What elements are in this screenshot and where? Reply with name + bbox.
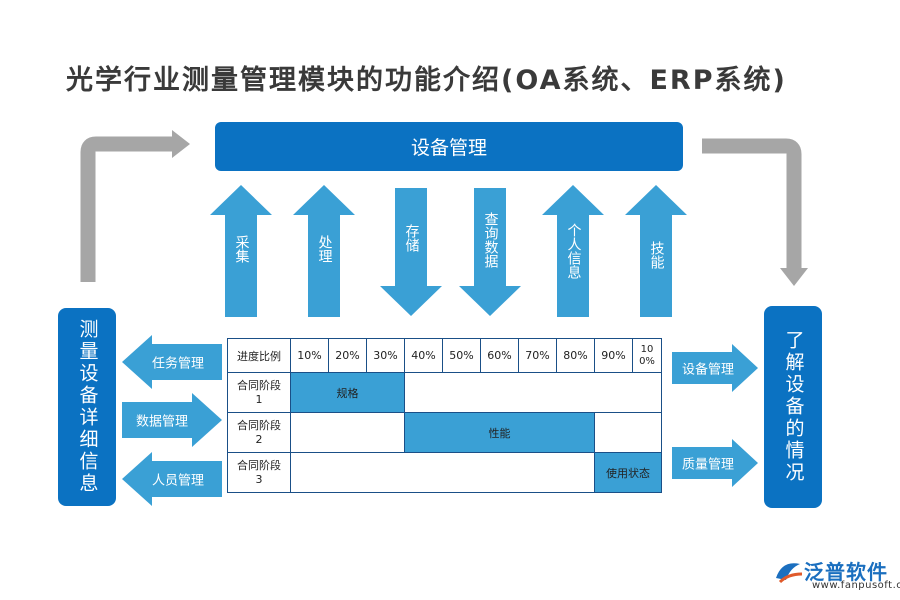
percent-cell: 100% (632, 338, 662, 373)
empty-span (290, 452, 595, 493)
percent-cell: 10% (290, 338, 329, 373)
arrow-quality-management: 质量管理 (672, 439, 758, 487)
gray-arrow-right-connector (702, 138, 802, 268)
arrow-personnel-management: 人员管理 (122, 452, 222, 506)
arrow-device-management-label: 设备管理 (682, 362, 735, 378)
arrow-quality-management-label: 质量管理 (682, 457, 735, 473)
device-management-box: 设备管理 (215, 122, 683, 171)
percent-cell: 60% (480, 338, 519, 373)
arrow-personal-info: 个人信息 (542, 185, 604, 317)
arrow-process-label: 处理 (316, 235, 333, 263)
arrow-collect: 采集 (210, 185, 272, 317)
arrow-query-data-label: 查询数据 (482, 212, 499, 268)
arrow-store-label: 存储 (403, 224, 420, 252)
empty-span (594, 412, 662, 453)
fanpu-logo: 泛普软件 www.fanpusoft.com (772, 556, 900, 591)
right-box-label: 了解设备的情况 (782, 330, 805, 484)
arrow-device-management: 设备管理 (672, 344, 758, 392)
stage-bar-usage-status: 使用状态 (594, 452, 662, 493)
stage-bar-spec: 规格 (290, 372, 405, 413)
percent-cell: 30% (366, 338, 405, 373)
arrow-process: 处理 (293, 185, 355, 317)
percent-cell: 90% (594, 338, 633, 373)
page-title: 光学行业测量管理模块的功能介绍(OA系统、ERP系统) (66, 65, 787, 96)
arrow-task-management: 任务管理 (122, 335, 222, 389)
device-status-box: 了解设备的情况 (764, 306, 822, 508)
arrow-task-management-label: 任务管理 (152, 356, 205, 372)
arrow-collect-label: 采集 (233, 235, 250, 263)
arrow-personnel-management-label: 人员管理 (152, 473, 205, 489)
percent-cell: 70% (518, 338, 557, 373)
measurement-device-details-box: 测量设备详细信息 (58, 308, 116, 506)
arrow-store: 存储 (380, 188, 442, 316)
fanpu-logo-icon (776, 562, 803, 583)
gray-arrow-left-connector (80, 136, 172, 282)
progress-header-label: 进度比例 (227, 338, 291, 373)
logo-url: www.fanpusoft.com (812, 580, 900, 591)
empty-span (404, 372, 662, 413)
left-box-label: 测量设备详细信息 (76, 319, 99, 495)
progress-table: 进度比例 10% 20% 30% 40% 50% 60% 70% 80% 90%… (227, 338, 662, 493)
arrow-query-data: 查询数据 (459, 188, 521, 316)
arrow-data-management: 数据管理 (122, 393, 222, 447)
gray-arrow-left-head (172, 130, 190, 158)
progress-header-row: 进度比例 10% 20% 30% 40% 50% 60% 70% 80% 90%… (227, 338, 662, 373)
percent-cell: 50% (442, 338, 481, 373)
arrow-skill: 技能 (625, 185, 687, 317)
arrow-personal-info-label: 个人信息 (565, 223, 582, 279)
gray-arrow-right-head (780, 268, 808, 286)
percent-cell: 80% (556, 338, 595, 373)
logo-name: 泛普软件 (804, 560, 888, 584)
percent-cell: 20% (328, 338, 367, 373)
arrow-data-management-label: 数据管理 (136, 414, 189, 430)
percent-cell: 40% (404, 338, 443, 373)
arrow-skill-label: 技能 (648, 241, 665, 269)
empty-span (290, 412, 405, 453)
stage-bar-performance: 性能 (404, 412, 595, 453)
